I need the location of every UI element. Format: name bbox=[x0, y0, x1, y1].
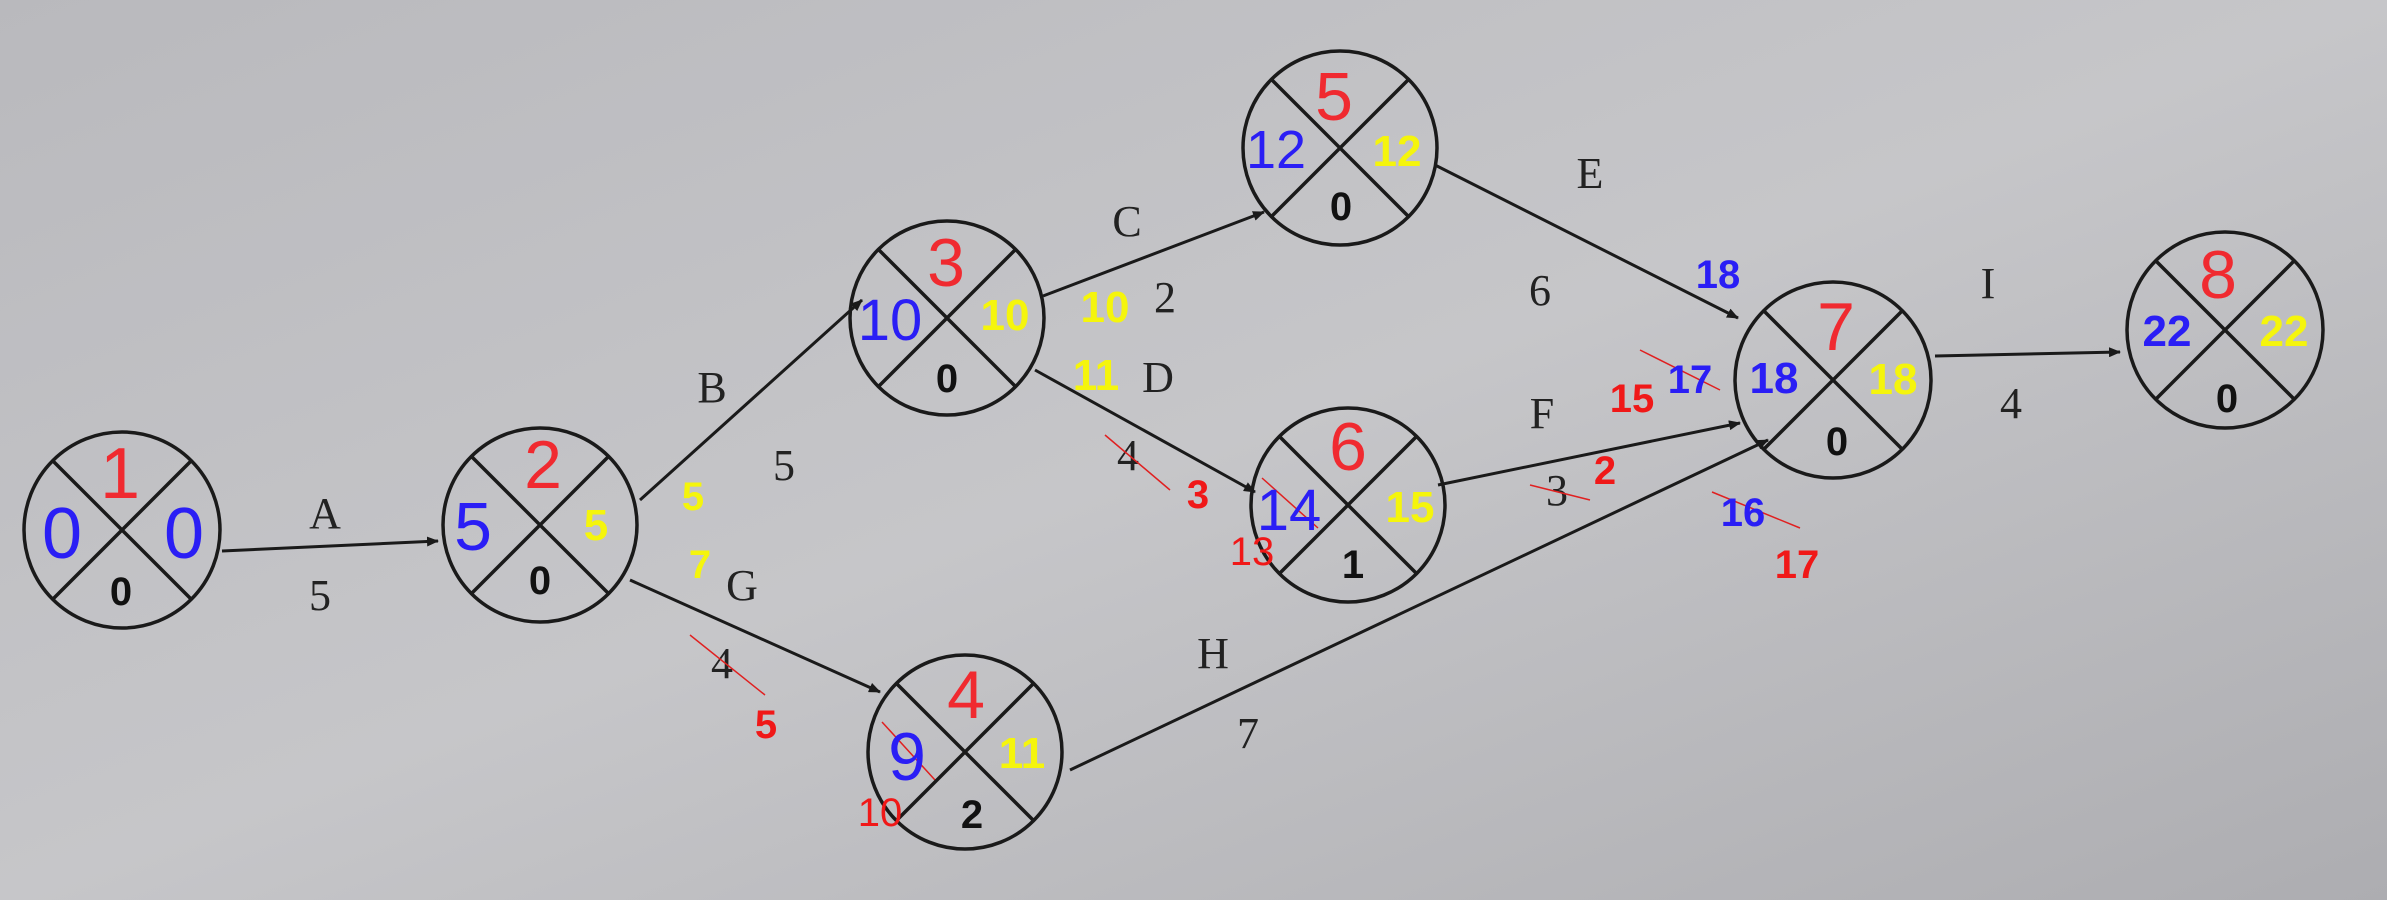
activity-b-duration: 5 bbox=[773, 441, 795, 490]
node-4-slack: 2 bbox=[961, 793, 983, 837]
activity-e-name: E bbox=[1577, 149, 1604, 198]
edge-c bbox=[1042, 210, 1265, 298]
activity-c-name: C bbox=[1112, 197, 1141, 246]
node-4-revised-earliest: 10 bbox=[858, 791, 903, 835]
node-6-latest: 15 bbox=[1386, 483, 1435, 532]
edge-e bbox=[1434, 163, 1739, 320]
annotation-yellow-g: 7 bbox=[689, 543, 711, 587]
activity-d-revised: 3 bbox=[1187, 473, 1209, 517]
node-7: 7 18 18 0 bbox=[1733, 280, 1933, 480]
edge-g bbox=[629, 578, 881, 694]
node-7-latest: 18 bbox=[1869, 355, 1918, 404]
node-5: 5 12 12 0 bbox=[1241, 49, 1439, 247]
strike-f bbox=[1529, 484, 1591, 501]
activity-i-name: I bbox=[1981, 259, 1996, 308]
node-4-earliest: 9 bbox=[888, 719, 926, 795]
annotation-blue-18: 18 bbox=[1696, 253, 1741, 297]
activity-c-duration: 2 bbox=[1154, 273, 1176, 322]
annotation-blue-17: 17 bbox=[1668, 358, 1713, 402]
activity-g-name: G bbox=[726, 561, 758, 610]
node-6-revised-earliest: 13 bbox=[1230, 530, 1275, 574]
node-8-slack: 0 bbox=[2216, 377, 2238, 421]
node-5-earliest: 12 bbox=[1246, 120, 1306, 180]
node-2: 2 5 5 0 bbox=[441, 426, 639, 624]
node-3-slack: 0 bbox=[936, 357, 958, 401]
strike-node6 bbox=[1261, 477, 1319, 529]
edge-b bbox=[638, 298, 864, 502]
node-6-earliest: 14 bbox=[1257, 478, 1322, 543]
edge-i bbox=[1934, 347, 2121, 358]
node-8: 8 22 22 0 bbox=[2125, 230, 2325, 430]
node-2-number: 2 bbox=[524, 427, 562, 503]
node-1-number: 1 bbox=[100, 434, 140, 514]
node-5-number: 5 bbox=[1315, 59, 1353, 135]
node-6-number: 6 bbox=[1329, 409, 1367, 485]
node-8-latest: 22 bbox=[2260, 307, 2309, 356]
node-4: 4 9 11 2 10 bbox=[858, 653, 1064, 851]
strike-d bbox=[1104, 434, 1171, 491]
node-3-number: 3 bbox=[927, 225, 965, 301]
node-3: 3 10 10 0 bbox=[848, 219, 1046, 417]
activity-h-duration: 7 bbox=[1237, 709, 1259, 758]
node-2-latest: 5 bbox=[584, 501, 608, 550]
edge-a bbox=[221, 536, 439, 553]
node-3-earliest: 10 bbox=[858, 288, 923, 353]
activity-d-name: D bbox=[1142, 353, 1174, 402]
annotations: 5 7 10 11 5 3 2 18 17 16 15 17 bbox=[682, 253, 1819, 747]
activity-a-name: A bbox=[309, 489, 341, 538]
node-2-slack: 0 bbox=[529, 559, 551, 603]
node-5-latest: 12 bbox=[1373, 127, 1422, 176]
edge-d bbox=[1034, 368, 1256, 494]
nodes: 1 0 0 0 2 5 5 0 3 10 10 0 bbox=[22, 49, 2325, 851]
annotation-yellow-c: 10 bbox=[1081, 283, 1130, 332]
activity-i-duration: 4 bbox=[2000, 379, 2022, 428]
activity-f-revised: 2 bbox=[1594, 449, 1616, 493]
activity-g-duration: 4 bbox=[711, 639, 733, 688]
activity-h-name: H bbox=[1197, 629, 1229, 678]
strike-marks bbox=[689, 349, 1801, 781]
strike-node7-a bbox=[1639, 349, 1721, 391]
annotation-red-17: 17 bbox=[1775, 543, 1820, 587]
node-8-number: 8 bbox=[2199, 237, 2237, 313]
strike-node4 bbox=[881, 721, 936, 781]
node-4-number: 4 bbox=[947, 657, 985, 733]
edges bbox=[221, 163, 2121, 772]
node-7-slack: 0 bbox=[1826, 420, 1848, 464]
activity-d-duration: 4 bbox=[1117, 431, 1139, 480]
activity-b-name: B bbox=[697, 363, 726, 412]
strike-g bbox=[689, 634, 766, 696]
strike-node7-b bbox=[1711, 491, 1801, 529]
edge-h bbox=[1069, 438, 1769, 772]
activity-a-duration: 5 bbox=[309, 571, 331, 620]
node-3-latest: 10 bbox=[981, 291, 1030, 340]
node-2-earliest: 5 bbox=[454, 489, 492, 565]
node-8-earliest: 22 bbox=[2143, 307, 2192, 356]
node-6: 6 14 15 1 13 bbox=[1230, 406, 1447, 604]
annotation-yellow-d: 11 bbox=[1073, 351, 1120, 400]
node-1-earliest: 0 bbox=[42, 494, 82, 574]
node-7-earliest: 18 bbox=[1750, 354, 1799, 403]
node-7-number: 7 bbox=[1817, 289, 1855, 365]
activity-g-revised: 5 bbox=[755, 703, 777, 747]
node-1: 1 0 0 0 bbox=[22, 430, 222, 630]
activity-f-duration: 3 bbox=[1546, 466, 1568, 515]
edge-f bbox=[1437, 420, 1741, 487]
annotation-red-15: 15 bbox=[1610, 377, 1655, 421]
node-5-slack: 0 bbox=[1330, 185, 1352, 229]
annotation-yellow-b: 5 bbox=[682, 475, 704, 519]
activity-f-name: F bbox=[1530, 389, 1554, 438]
node-1-slack: 0 bbox=[110, 570, 132, 614]
activity-labels: A 5 B 5 G 4 C 2 D 4 E 6 F 3 H 7 I 4 bbox=[309, 149, 2022, 758]
node-1-latest: 0 bbox=[164, 494, 204, 574]
node-4-latest: 11 bbox=[999, 729, 1046, 778]
activity-e-duration: 6 bbox=[1529, 266, 1551, 315]
node-6-slack: 1 bbox=[1342, 543, 1364, 587]
annotation-blue-16: 16 bbox=[1721, 491, 1766, 535]
